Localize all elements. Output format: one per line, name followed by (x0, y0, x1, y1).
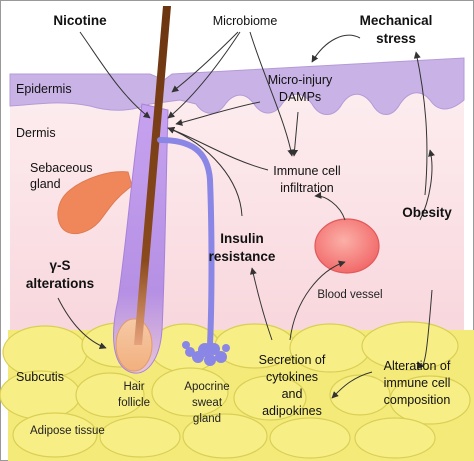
label-secretion-1: Secretion of (259, 353, 326, 367)
label-blood-vessel: Blood vessel (317, 289, 382, 301)
label-apocrine-3: gland (193, 413, 221, 425)
label-alteration-1: Alteration of (384, 359, 451, 373)
label-subcutis: Subcutis (16, 370, 64, 384)
label-mechanical-2: stress (376, 31, 416, 46)
label-dermis: Dermis (16, 126, 56, 140)
hair-shaft (134, 6, 171, 345)
label-apocrine-1: Apocrine (184, 381, 229, 393)
label-nicotine: Nicotine (53, 13, 107, 28)
sweat-gland-coil (182, 341, 230, 366)
label-microbiome: Microbiome (213, 14, 278, 28)
label-sebaceous-2: gland (30, 177, 61, 191)
label-micro-injury-1: Micro-injury (268, 73, 333, 87)
label-secretion-4: adipokines (262, 404, 322, 418)
arrows (57, 31, 435, 399)
label-insulin-2: resistance (209, 249, 276, 264)
label-epidermis: Epidermis (16, 82, 72, 96)
label-adipose: Adipose tissue (30, 425, 105, 437)
label-micro-injury-2: DAMPs (279, 90, 321, 104)
label-hair-follicle-2: follicle (118, 397, 150, 409)
label-apocrine-2: sweat (192, 397, 223, 409)
sweat-gland-duct (157, 137, 215, 348)
label-secretion-2: cytokines (266, 370, 318, 384)
epidermis-layer (9, 57, 465, 115)
label-alteration-2: immune cell (384, 376, 451, 390)
label-obesity: Obesity (402, 205, 452, 220)
label-immune-2: infiltration (280, 181, 334, 195)
label-gamma-s-2: alterations (26, 276, 94, 291)
label-immune-1: Immune cell (273, 164, 340, 178)
label-sebaceous-1: Sebaceous (30, 161, 93, 175)
blood-vessel (314, 218, 380, 274)
label-insulin-1: Insulin (220, 231, 264, 246)
label-hair-follicle-1: Hair (123, 381, 144, 393)
label-alteration-3: composition (384, 393, 451, 407)
adipose-cells (0, 321, 474, 461)
label-gamma-s-1: γ-S (49, 258, 70, 273)
label-mechanical-1: Mechanical (360, 13, 433, 28)
sebaceous-gland (57, 171, 133, 234)
label-secretion-3: and (282, 387, 303, 401)
